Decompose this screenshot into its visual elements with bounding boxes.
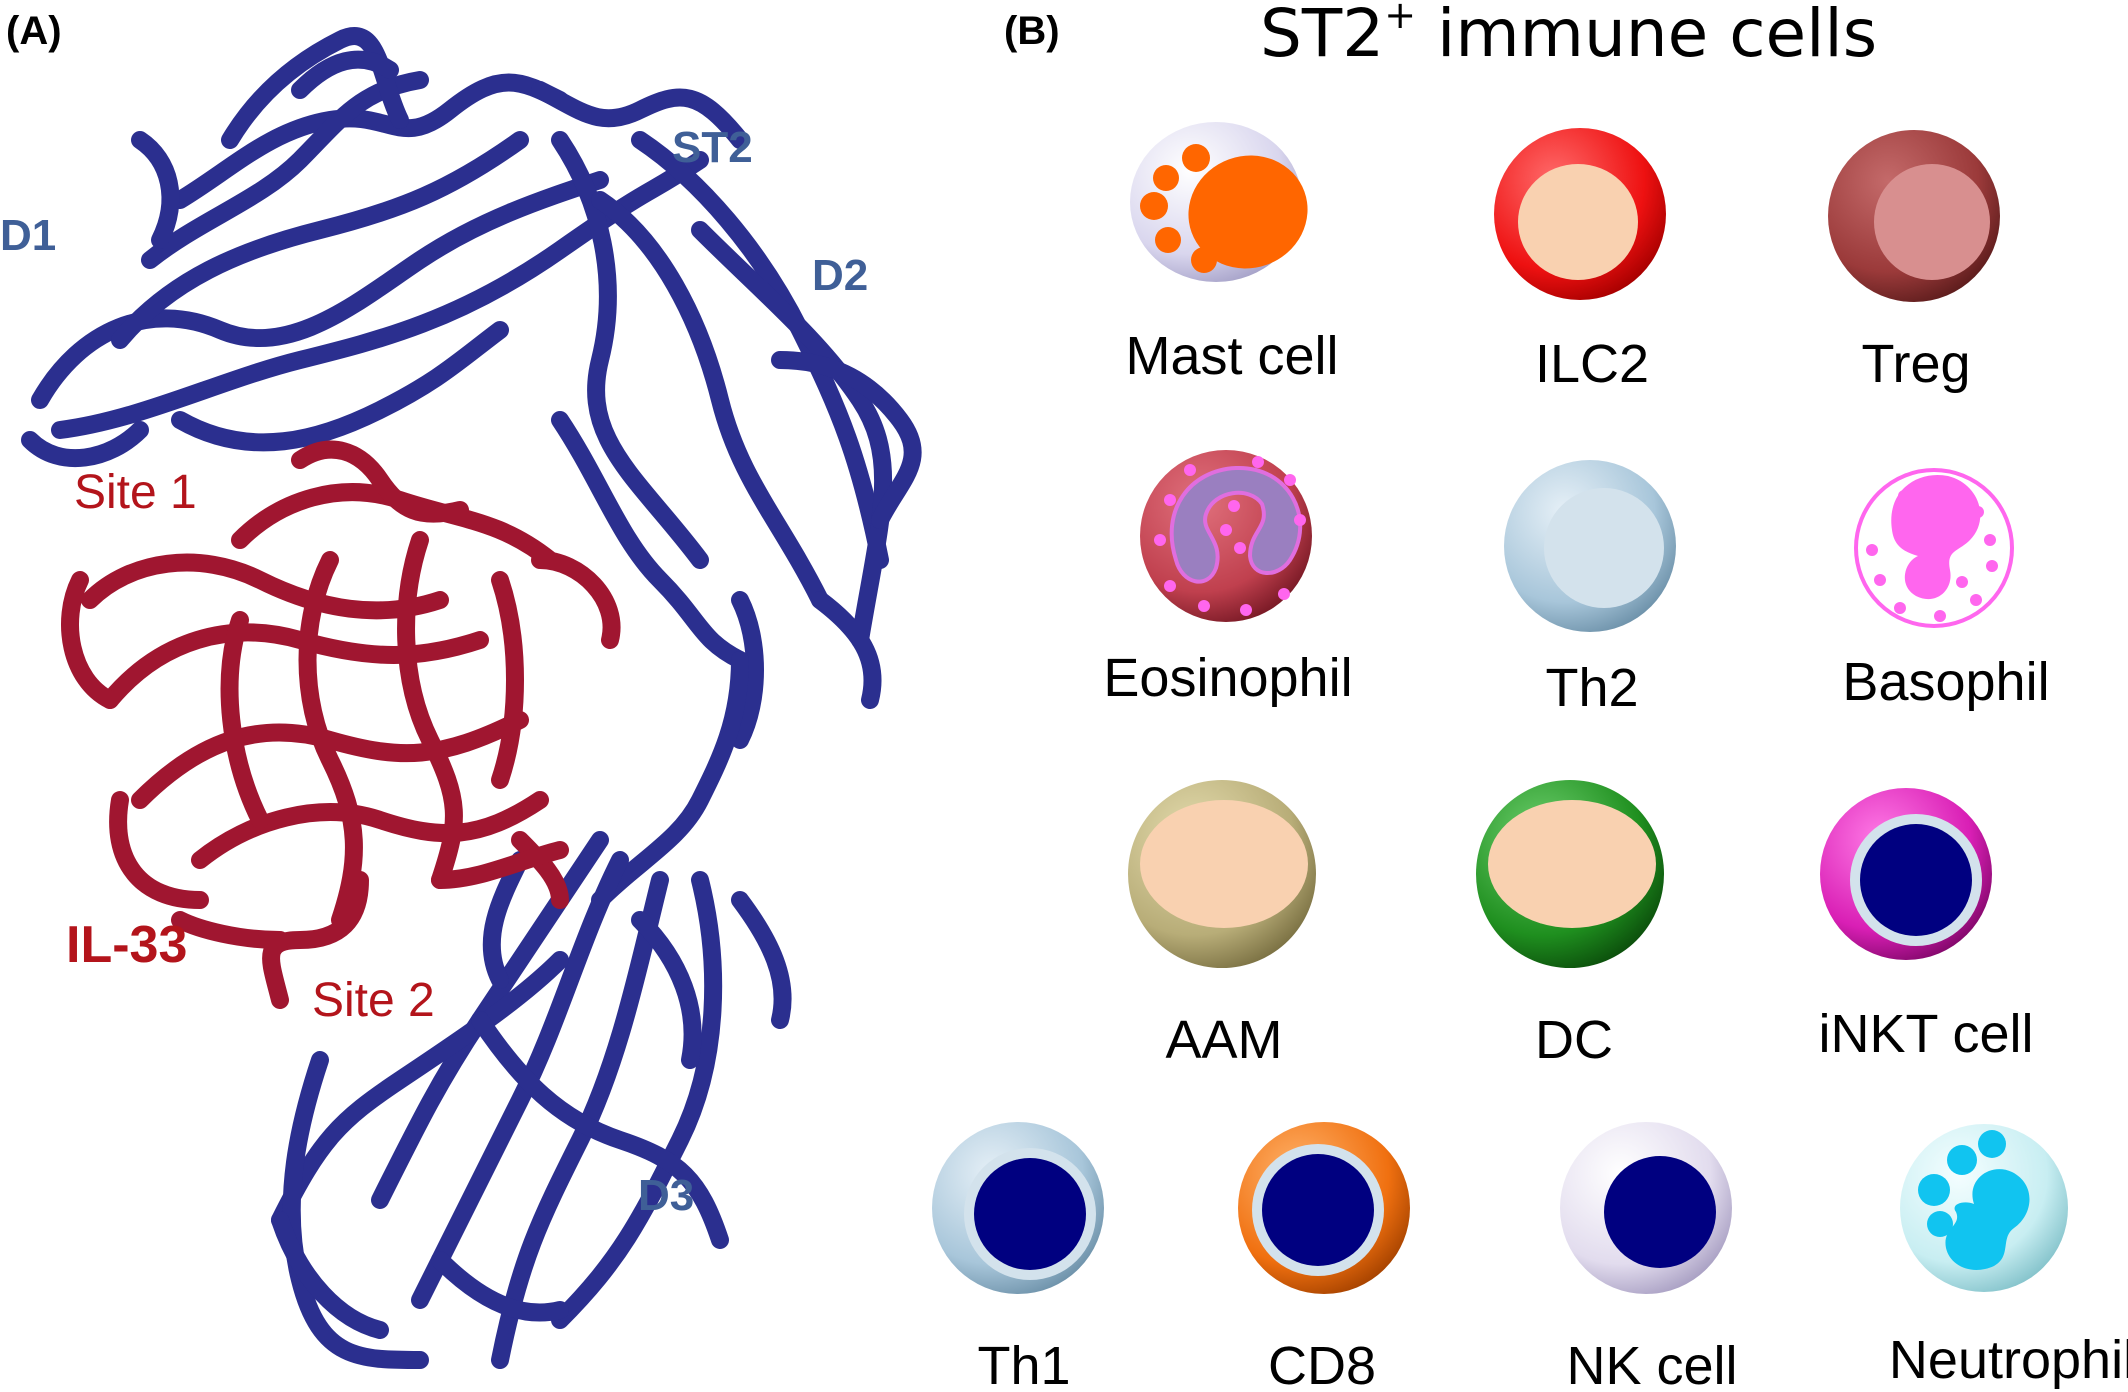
cd8-icon [1238,1122,1410,1294]
inkt-cell-label: iNKT cell [1818,1004,2033,1064]
neutrophil-cell: Neutrophil [1889,1124,2128,1390]
th1-label: Th1 [977,1336,1070,1392]
mast-cell-icon [1130,122,1308,282]
cd8-label: CD8 [1268,1336,1376,1392]
neutrophil-label: Neutrophil [1889,1330,2128,1390]
aam-cell: AAM [1128,780,1316,1070]
nk-cell: NK cell [1560,1122,1738,1392]
st2-label: ST2 [672,123,753,172]
panel-b-title: ST2+ immune cells [1260,0,1877,72]
th2-cell: Th2 [1504,460,1676,718]
aam-icon [1128,780,1316,968]
ilc2-cell: ILC2 [1494,128,1666,394]
panel-a-letter: (A) [6,9,62,53]
d2-label: D2 [812,251,868,300]
mast-cell-label: Mast cell [1125,326,1338,386]
st2-ribbon-structure [21,27,922,1369]
ilc2-icon [1494,128,1666,300]
dc-icon [1476,780,1664,968]
panel-b-title-main: ST2 [1260,0,1384,72]
treg-cell: Treg [1828,130,2000,394]
th2-icon [1504,460,1676,632]
eosinophil-cell: Eosinophil [1103,450,1353,708]
d3-label: D3 [638,1171,694,1220]
panel-b: (B) ST2+ immune cells Mast cell ILC2 [932,0,2128,1392]
basophil-label: Basophil [1842,652,2049,712]
inkt-cell: iNKT cell [1818,788,2034,1064]
basophil-cell: Basophil [1842,468,2050,712]
d1-label: D1 [0,211,56,260]
site1-label: Site 1 [74,466,197,519]
neutrophil-icon [1900,1124,2068,1292]
panel-a: (A) [0,9,922,1369]
panel-b-letter: (B) [1004,9,1060,53]
eosinophil-icon [1140,450,1312,622]
aam-label: AAM [1165,1010,1282,1070]
panel-b-title-sup: + [1384,0,1416,37]
inkt-cell-icon [1820,788,1992,960]
eosinophil-label: Eosinophil [1103,648,1352,708]
dc-label: DC [1535,1010,1613,1070]
th1-cell: Th1 [932,1122,1104,1392]
site2-label: Site 2 [312,974,435,1027]
nk-cell-label: NK cell [1566,1336,1737,1392]
th1-icon [932,1122,1104,1294]
cd8-cell: CD8 [1238,1122,1410,1392]
basophil-icon [1854,468,2014,628]
il33-ribbon-structure [61,440,621,1009]
treg-icon [1828,130,2000,302]
panel-b-title-rest: immune cells [1416,0,1877,72]
nk-cell-icon [1560,1122,1732,1294]
th2-label: Th2 [1545,658,1638,718]
dc-cell: DC [1476,780,1664,1070]
mast-cell: Mast cell [1125,122,1339,386]
il33-label: IL-33 [66,916,187,974]
treg-label: Treg [1861,334,1970,394]
ilc2-label: ILC2 [1535,334,1649,394]
